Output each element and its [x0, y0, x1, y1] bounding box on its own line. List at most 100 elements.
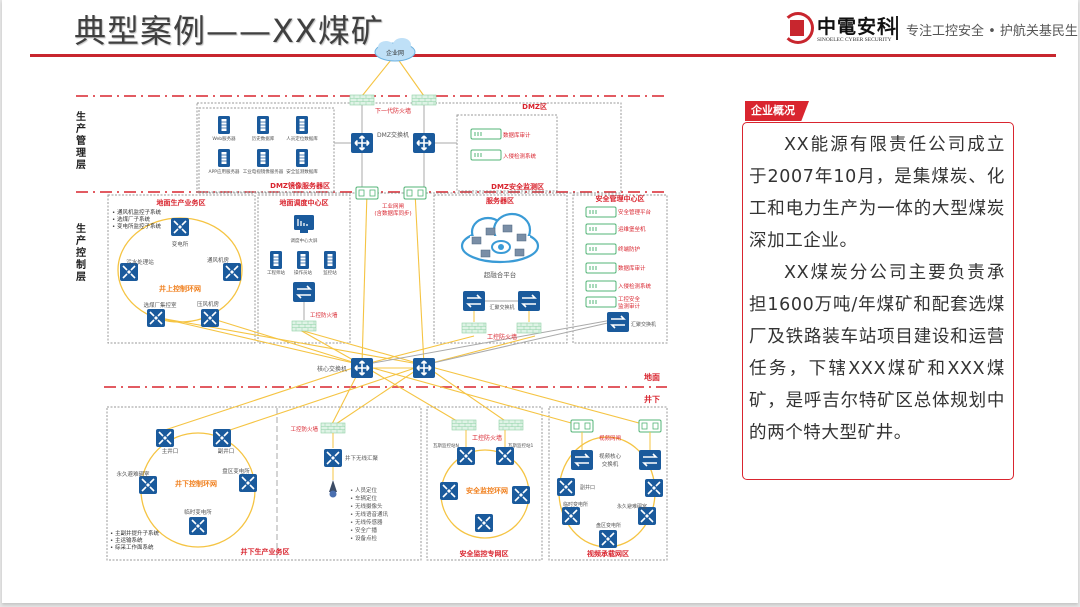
ring-switch-icon [439, 481, 459, 501]
bullet-item: • 通风机监控子系统 [112, 208, 162, 216]
underground-production-zone-title: 井下生产业务区 [241, 547, 290, 556]
bullet-item: • 无线摄像头 [350, 502, 383, 510]
wireless-aggregation-label: 井下无线汇聚 [345, 454, 379, 462]
aggregation-switch-icon [517, 290, 541, 312]
video-core-switch-icon [638, 449, 662, 471]
logo-english-name: SINOELEC CYBER SECURITY [817, 37, 892, 43]
industrial-gateway-sublabel: (含数据库同步) [374, 209, 411, 217]
server-icon [256, 115, 270, 135]
industrial-gateway-label: 工业网闸 [382, 202, 404, 210]
node-label: 永久避难硐室 [116, 470, 150, 478]
node-label: 主井口 [162, 447, 179, 455]
overview-paragraph-2: XX煤炭分公司主要负责承担1600万吨/年煤矿和配套选煤厂及铁路装车站项目建设和… [749, 263, 1005, 443]
ics-audit-icon [585, 296, 617, 308]
layer-label-char: 层 [76, 159, 86, 171]
logo-chinese-name: 中電安科 [817, 16, 898, 38]
dmz-mirror-servers: Web服务器 历史数据库 人员定位数据库 APP应用服务器 工业电视镜像服务器 … [208, 115, 318, 175]
overview-paragraph-1: XX能源有限责任公司成立于2007年10月，是集煤炭、化工和电力生产为一体的大型… [749, 135, 1005, 251]
ring-switch-icon [561, 506, 581, 526]
underground-bullets: • 主副井提升子系统 • 主运输系统 • 综采工作面系统 [110, 529, 160, 551]
title-divider [30, 54, 1056, 57]
industrial-gateway-icon [403, 186, 427, 200]
node-label: 污水处理站 [126, 258, 154, 266]
next-gen-firewall-icon [349, 94, 375, 106]
layer-label-control-text: 生产控制层 [76, 222, 86, 283]
security-center-zone-title: 安全管理中心区 [596, 194, 645, 203]
ring-switch-icon [474, 513, 494, 533]
gas-station-label: 瓦斯监控站N [433, 442, 459, 449]
bullet-item: • 安全广播 [350, 526, 378, 534]
server-icon [295, 115, 309, 135]
slogan: 专注工控安全 • 护航关基民生 [906, 24, 1078, 39]
node-label: 盘区变电所 [596, 522, 621, 529]
ring-switch-icon [556, 477, 576, 497]
core-switch-label: 核心交换机 [317, 365, 347, 373]
node-label: 永久避难硐室 [617, 503, 647, 510]
ics-firewall-icon [451, 419, 477, 431]
layer-label-char: 生 [76, 110, 86, 123]
dispatch-firewall-label: 工控防火墙 [310, 311, 338, 319]
next-gen-firewall-icon [411, 94, 437, 106]
bullet-item: • 主副井提升子系统 [110, 529, 160, 537]
layer-label-char: 控 [76, 246, 86, 259]
dmz-switch-label: DMZ交换机 [377, 131, 409, 139]
device-label: 监测审计 [618, 302, 641, 310]
ring-switch-icon [212, 428, 232, 448]
aggregation-switch-icon [606, 311, 630, 333]
industrial-gateway-icon [355, 186, 379, 200]
dispatch-zone-box [257, 194, 351, 344]
dmz-monitor-device-label: 入侵检测系统 [503, 152, 537, 160]
dmz-monitor-device-label: 数据库审计 [503, 131, 531, 139]
overview-tag: 企业概况 [745, 101, 809, 121]
wireless-access-point-icon [329, 480, 337, 498]
server-label: 工业电视镜像服务器 [243, 168, 284, 175]
server-icon [295, 148, 309, 168]
safety-ring-label: 安全监控环网 [466, 486, 508, 495]
layer-label-char: 理 [76, 147, 86, 159]
hyperconverged-platform-label: 超融合平台 [484, 270, 517, 279]
ring-switch-icon [495, 446, 515, 466]
dmz-switch-icon [350, 132, 374, 154]
station-label: 工程师站 [267, 269, 285, 276]
ground-ring-label: 井上控制环网 [159, 284, 201, 293]
underground-firewall-label: 工控防火墙 [290, 425, 318, 433]
bullet-item: • 设备点检 [350, 534, 378, 542]
station-label: 操作员站 [294, 269, 312, 276]
ids-icon [470, 149, 502, 161]
bullet-item: • 车辆定位 [350, 494, 378, 502]
dmz-mirror-zone-title: DMZ镜像服务器区 [270, 181, 330, 190]
layer-label-management-text: 生产管理层 [76, 110, 86, 171]
safety-monitor-zone-title: 安全监控专网区 [460, 549, 509, 558]
server-zone-firewall-label: 工控防火墙 [487, 333, 517, 341]
bullet-item: • 无线传感器 [350, 518, 383, 526]
underground-ring-node-labels: 主井口 副井口 永久避难硐室 盘区变电所 临时变电所 [116, 447, 250, 516]
overview-panel: XX能源有限责任公司成立于2007年10月，是集煤炭、化工和电力生产为一体的大型… [742, 122, 1014, 480]
label-underground: 井下 [644, 394, 660, 404]
ring-switch-icon [238, 473, 258, 493]
zone-boxes [106, 102, 668, 561]
server-label: Web服务器 [212, 135, 236, 142]
video-core-switch-icon [570, 449, 594, 471]
dispatch-zone-title: 地面调度中心区 [280, 198, 329, 207]
node-label: 选煤厂集控室 [143, 301, 177, 309]
video-zone-box [548, 406, 668, 561]
server-zone-box [433, 194, 568, 344]
rings [117, 217, 656, 548]
layer-label-management: 生产管理层 [76, 110, 86, 171]
safety-firewall-label: 工控防火墙 [472, 434, 502, 442]
ring-switch-icon [456, 446, 476, 466]
device-label: 运维堡垒机 [618, 225, 646, 233]
video-gateway-icon [638, 419, 662, 433]
video-gateway-icon [570, 419, 594, 433]
bullet-item: • 变电所监控子系统 [112, 222, 162, 230]
layer-label-char: 产 [76, 122, 86, 135]
aggregation-switch-icon [462, 290, 486, 312]
endpoint-protection-icon [585, 243, 617, 255]
security-center-switch-label: 汇聚交换机 [631, 321, 656, 328]
bullet-item: • 无线语音通讯 [350, 510, 389, 518]
dmz-switch-icon [412, 132, 436, 154]
device-label: 工控安全 [618, 295, 641, 303]
ground-production-zone-title: 地面生产业务区 [157, 198, 206, 207]
database-audit-icon [585, 262, 617, 274]
